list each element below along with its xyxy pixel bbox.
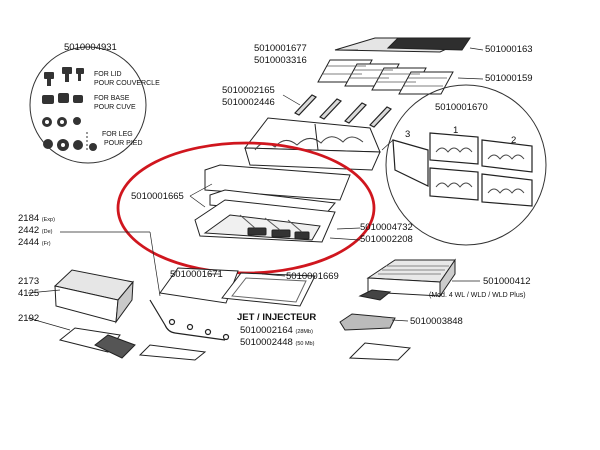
side-shelf: [53, 269, 134, 324]
label-for-leg: FOR LEG: [102, 131, 133, 138]
label-for-base: FOR BASE: [94, 95, 130, 102]
label-p4125: 4125: [18, 288, 40, 299]
label-p2184: 2184 (Exp): [18, 214, 55, 224]
label-p2208: 5010002208: [360, 234, 413, 245]
label-p1665: 5010001665: [131, 191, 184, 202]
label-p159: 501000159: [485, 73, 533, 84]
label-p2442: 2442 (De): [18, 226, 52, 236]
label-kit-number: 5010004931: [64, 42, 117, 53]
label-mod-note: (Mod. 4 WL / WLD / WLD Plus): [429, 292, 526, 299]
label-p2192: 2192: [18, 313, 40, 324]
label-p1670: 5010001670: [435, 102, 488, 113]
label-p2448-number: 5010002448: [240, 337, 293, 348]
heat-bars: [294, 94, 392, 128]
label-p2444-suffix: (Fr): [41, 241, 51, 247]
label-p2448-note: (50 Mb): [295, 341, 315, 347]
label-jet-title: JET / INJECTEUR: [237, 312, 317, 323]
leader-lines: [27, 47, 484, 331]
label-p2442-number: 2442: [18, 225, 40, 236]
burner-box: [244, 117, 381, 171]
label-burner-3: 3: [405, 129, 411, 140]
burner-detail-callout: [385, 84, 547, 246]
label-p2442-suffix: (De): [41, 229, 53, 235]
top-grates: [317, 37, 471, 95]
side-drawer: [366, 258, 456, 298]
grease-trays: [159, 267, 316, 307]
label-p4732: 5010004732: [360, 222, 413, 233]
label-for-lid: FOR LID: [94, 71, 122, 78]
label-pour-pied: POUR PIED: [104, 140, 143, 147]
label-p2444: 2444 (Fr): [18, 238, 51, 248]
label-p2184-number: 2184: [18, 213, 40, 224]
screw-kit-callout: [29, 46, 147, 164]
label-p1671: 5010001671: [170, 269, 223, 280]
label-burner-1: 1: [453, 125, 459, 136]
label-p2164-number: 5010002164: [240, 325, 293, 336]
label-p1677: 5010001677: [254, 43, 307, 54]
label-p1669: 5010001669: [286, 271, 339, 282]
label-burner-2: 2: [511, 135, 517, 146]
label-p2444-number: 2444: [18, 237, 40, 248]
label-p163: 501000163: [485, 44, 533, 55]
gas-tube: [149, 299, 230, 341]
label-p2164: 5010002164 (28Mb): [240, 326, 313, 336]
label-p2165: 5010002165: [222, 85, 275, 96]
screw-kit-parts: [42, 67, 97, 151]
burner-detail-parts: [392, 132, 533, 207]
label-p2164-note: (28Mb): [295, 329, 313, 335]
label-p2173: 2173: [18, 276, 40, 287]
label-pour-couvercle: POUR COUVERCLE: [94, 80, 160, 87]
label-pour-cuve: POUR CUVE: [94, 104, 136, 111]
label-p3316: 5010003316: [254, 55, 307, 66]
drip-tray: [194, 164, 351, 243]
label-p412: 501000412: [483, 276, 531, 287]
label-p2448: 5010002448 (50 Mb): [240, 338, 314, 348]
bracket: [339, 289, 396, 331]
lower-parts: [58, 327, 412, 361]
label-p2446: 5010002446: [222, 97, 275, 108]
label-p2184-suffix: (Exp): [41, 217, 55, 223]
label-p3848: 5010003848: [410, 316, 463, 327]
